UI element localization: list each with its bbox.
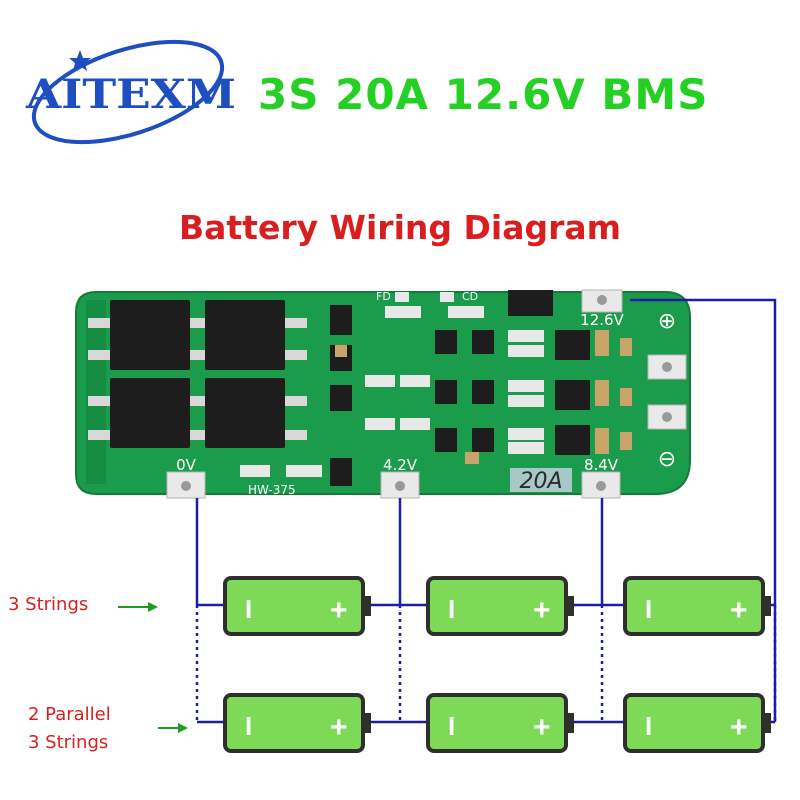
negative-terminal-icon: I bbox=[448, 594, 455, 624]
logo-orbit bbox=[31, 39, 225, 145]
logo-star-icon bbox=[69, 50, 91, 71]
three-strings-label: 3 Strings bbox=[8, 594, 89, 615]
capacitors bbox=[335, 330, 632, 464]
battery-row-1: I + I + I + bbox=[223, 576, 771, 636]
product-title: 3S 20A 12.6V BMS bbox=[258, 70, 709, 119]
battery-cell: I + bbox=[623, 576, 771, 636]
board-model-label: HW-375 bbox=[248, 483, 296, 497]
positive-terminal-icon: + bbox=[730, 594, 748, 627]
battery-cell: I + bbox=[426, 693, 574, 753]
fd-label: FD bbox=[376, 290, 391, 303]
negative-terminal-icon: I bbox=[645, 711, 652, 741]
battery-cell: I + bbox=[223, 576, 371, 636]
pad-label-8v4: 8.4V bbox=[584, 456, 619, 474]
aitexm-logo: AITEXM bbox=[25, 39, 236, 145]
positive-terminal-icon: + bbox=[533, 594, 551, 627]
positive-terminal-icon: + bbox=[330, 711, 348, 744]
parallel-label-line2: 3 Strings bbox=[28, 732, 109, 753]
plus-marking-icon: ⊕ bbox=[658, 309, 676, 334]
wire-output bbox=[630, 298, 777, 722]
rating-plate bbox=[510, 468, 572, 492]
mosfet-group bbox=[110, 300, 285, 448]
parallel-wires bbox=[195, 605, 777, 722]
diagram-title: Battery Wiring Diagram bbox=[178, 208, 622, 247]
logo-text: AITEXM bbox=[25, 71, 236, 118]
cd-label: CD bbox=[462, 290, 478, 303]
battery-row-2: I + I + I + bbox=[223, 693, 771, 753]
negative-terminal-icon: I bbox=[448, 711, 455, 741]
ic-chips bbox=[330, 290, 590, 486]
pad-label-4v2: 4.2V bbox=[383, 456, 418, 474]
battery-cell: I + bbox=[426, 576, 574, 636]
battery-cell: I + bbox=[223, 693, 371, 753]
negative-terminal-icon: I bbox=[245, 711, 252, 741]
minus-marking-icon: ⊖ bbox=[658, 447, 676, 472]
solder-pads bbox=[166, 289, 687, 499]
positive-terminal-icon: + bbox=[330, 594, 348, 627]
arrow-parallel-icon bbox=[158, 723, 188, 733]
positive-terminal-icon: + bbox=[533, 711, 551, 744]
arrow-three-strings-icon bbox=[118, 602, 158, 612]
mosfet-pins bbox=[88, 318, 307, 440]
pad-label-12v6: 12.6V bbox=[580, 311, 624, 329]
bms-board: 20A 0V 4.2V 8.4V 12.6V HW-375 FD CD ⊕ ⊖ bbox=[75, 289, 691, 499]
positive-terminal-icon: + bbox=[730, 711, 748, 744]
resistors bbox=[240, 292, 544, 477]
current-rating-label: 20A bbox=[519, 469, 562, 494]
pad-label-0v: 0V bbox=[176, 456, 197, 474]
negative-terminal-icon: I bbox=[245, 594, 252, 624]
battery-cell: I + bbox=[623, 693, 771, 753]
negative-terminal-icon: I bbox=[645, 594, 652, 624]
parallel-label-line1: 2 Parallel bbox=[28, 704, 111, 725]
